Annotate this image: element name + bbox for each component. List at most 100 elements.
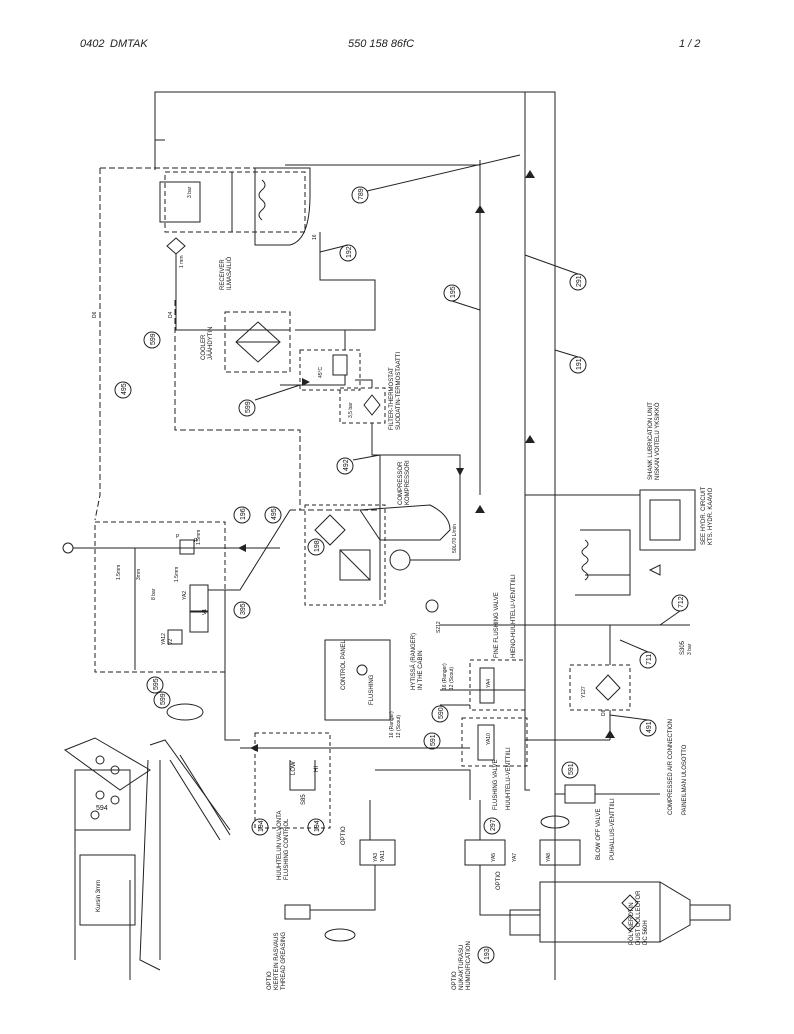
shank-lubrication-label: SHANK LUBRICATION UNIT — [648, 402, 654, 480]
header-left-code: 0402 — [80, 38, 105, 50]
callout-491: 491 — [646, 721, 653, 733]
bar3-label-a: 3 bar — [187, 186, 193, 198]
ya12-label: YA12 — [161, 633, 167, 645]
compressed-air-label: COMPRESSED AIR CONNECTION — [668, 719, 674, 815]
compressor-flow: 50L/70 L/min — [452, 524, 458, 553]
mm15-label-c: 1.5mm — [116, 565, 122, 580]
callout-492: 492 — [343, 459, 350, 471]
flushing-label: FLUSHING — [369, 674, 375, 705]
hi-label: HI — [314, 766, 320, 772]
flushing-control-box — [254, 732, 331, 829]
p-label: P — [176, 534, 180, 540]
blow-off-label-fi: PUHALLUS-VENTTIILI — [610, 798, 616, 860]
valve-ya11 — [359, 839, 396, 866]
filter-thermostat-box — [339, 387, 386, 424]
shank-lubrication-label-fi: NISKAN VOITELU YKSIKKÖ — [654, 402, 661, 480]
bar3-label-b: 3 bar — [687, 643, 693, 655]
mm15-label-a: 1.5mm — [196, 530, 202, 545]
callout-591-a: 591 — [430, 734, 437, 746]
thermostat-box — [299, 349, 361, 391]
ya5-label: YA5 — [491, 853, 497, 862]
callout-711: 711 — [646, 654, 653, 665]
mm1-label: 1 mm — [179, 256, 185, 269]
compressor — [359, 504, 451, 541]
mm3-label: 3mm — [136, 569, 142, 580]
dashed-return-line — [94, 168, 101, 521]
callout-191: 191 — [576, 358, 583, 370]
cooler-box — [224, 311, 291, 373]
y127-valve-box — [569, 664, 631, 711]
d6-label: D6 — [92, 311, 98, 318]
ranger-label-1b: 12 (Scout) — [449, 667, 455, 690]
callout-595: 595 — [153, 678, 160, 690]
see-hydr-label: SEE HYDR. CIRCUIT — [701, 486, 707, 545]
callout-196: 196 — [240, 508, 247, 520]
bar8-label: 8 bar — [151, 588, 157, 600]
line-16-right — [524, 92, 530, 791]
compressed-air-label-fi: PAINEILMAN ULOSOTTO — [682, 744, 688, 815]
ya10-label: YA10 — [486, 733, 492, 745]
callout-594: 594 — [96, 805, 108, 812]
callout-591-b: 591 — [568, 763, 575, 775]
compressor-unit — [304, 504, 386, 606]
thread-greasing-opt: OPTIO — [267, 971, 273, 990]
flushing-control-label-fi: HUUHTELUN VALVONTA — [277, 811, 283, 880]
blow-off-valve-ya8 — [539, 839, 581, 866]
in-cabin-label: HYTISSÄ (RANGER) — [410, 633, 417, 690]
thread-greasing-label: THREAD GREASING — [281, 932, 287, 990]
blow-off-label: BLOW OFF VALVE — [596, 809, 602, 860]
compressor-code: S212 — [436, 621, 442, 633]
flushing-control-label: FLUSHING CONTROL — [284, 818, 290, 880]
control-panel — [324, 639, 391, 721]
fine-flushing-label-fi: HIENO-HUUHTELU-VENTTIILI — [511, 574, 517, 658]
callout-291: 291 — [576, 275, 583, 287]
in-cabin-label-en: IN THE CABIN — [418, 650, 424, 690]
thread-greasing — [284, 904, 311, 920]
see-hydr-label-fi: KTS. HYDR. KAAVIO — [708, 487, 714, 545]
filter-thermostat-label-fi: SUODATIN-TERMOSTAATTI — [396, 352, 402, 430]
callout-194-a: 194 — [258, 820, 265, 832]
flushing-valve-label-fi: HUUHTELU-VENTTIILI — [506, 747, 512, 810]
humidification-label: HUMIDIFICATION — [466, 941, 472, 990]
flushing-valve-label: FLUSHING VALVE — [493, 760, 499, 810]
cooler-symbol — [235, 321, 281, 363]
dust-collector-code: DC 560H — [643, 920, 649, 945]
d4-label: D4 — [168, 311, 174, 318]
option-label-2: OPTIO — [496, 871, 502, 890]
callout-599-c: 599 — [160, 693, 167, 705]
callout-192: 192 — [346, 246, 353, 258]
ya8-label: YA8 — [546, 853, 552, 862]
fine-flushing-label: FINE FLUSHING VALVE — [494, 592, 500, 658]
callout-599-b: 599 — [245, 401, 252, 413]
temp-label: 45°C — [318, 366, 324, 378]
receiver-label-fi: ILMASÄILIÖ — [226, 256, 233, 290]
callout-297: 297 — [490, 819, 497, 831]
receiver-unit — [159, 181, 201, 223]
ya11-label: YA11 — [380, 850, 386, 862]
header-doc-number: 550 158 86fC — [348, 38, 415, 50]
ya7-label: YA7 — [512, 853, 518, 862]
receiver-label: RECEIVER — [220, 259, 226, 290]
ya3-label: YA3 — [373, 853, 379, 862]
ranger-label-2: 16 (Ranger) — [389, 711, 395, 738]
shank-lubrication-box — [639, 489, 696, 551]
mm15-label-b: 1.5mm — [174, 567, 180, 582]
callout-194-b: 194 — [314, 820, 321, 832]
cooler-label-fi: JÄÄHDYTIN — [207, 327, 214, 360]
callout-195: 195 — [450, 286, 457, 298]
callout-495-b: 495 — [271, 508, 278, 520]
fine-flushing-valve — [469, 659, 526, 711]
callout-599-a: 599 — [150, 333, 157, 345]
compressor-label-fi: KOMPRESSORI — [405, 460, 411, 505]
dashed-control-line — [174, 300, 301, 510]
d16-label: 16 — [312, 234, 318, 240]
ya4-label: YA4 — [486, 679, 492, 688]
humidification-label-fi: NUKAKTURASU — [459, 945, 465, 990]
callout-198: 198 — [314, 540, 321, 552]
humidification-tank — [509, 909, 541, 936]
bar35-label: 3,5 bar — [348, 402, 354, 418]
compressor-label: COMPRESSOR — [398, 461, 404, 505]
callout-193: 193 — [484, 948, 491, 960]
receiver-box — [164, 171, 306, 233]
callout-712: 712 — [678, 596, 685, 608]
